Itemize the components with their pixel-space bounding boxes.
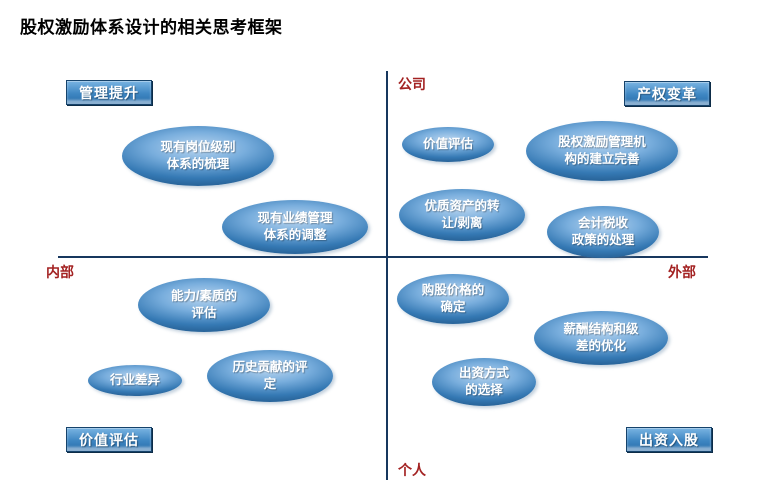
bubble-contribution-method: 出资方式 的选择: [432, 358, 536, 406]
bubble-job-grade-system: 现有岗位级别 体系的梳理: [122, 126, 274, 186]
axis-label-company: 公司: [398, 76, 426, 92]
vertical-axis-line: [386, 71, 388, 480]
page-title: 股权激励体系设计的相关思考框架: [20, 18, 283, 37]
bubble-salary-structure: 薪酬结构和级 差的优化: [534, 311, 668, 365]
bubble-purchase-price: 购股价格的 确定: [397, 274, 509, 324]
quadrant-label-property-rights-reform: 产权变革: [624, 81, 710, 106]
axis-label-internal: 内部: [46, 264, 74, 280]
bubble-asset-transfer: 优质资产的转 让/剥离: [399, 189, 525, 241]
bubble-historical-contribution: 历史贡献的评 定: [207, 350, 333, 402]
bubble-accounting-tax-policy: 会计税收 政策的处理: [547, 206, 659, 258]
bubble-value-assessment: 价值评估: [402, 127, 494, 162]
bubble-capability-assessment: 能力/素质的 评估: [138, 278, 270, 332]
horizontal-axis-line: [58, 256, 708, 258]
quadrant-label-management-improvement: 管理提升: [66, 80, 152, 105]
axis-label-external: 外部: [668, 264, 696, 280]
bubble-incentive-admin-org: 股权激励管理机 构的建立完善: [526, 121, 678, 181]
bubble-performance-system: 现有业绩管理 体系的调整: [222, 200, 368, 254]
quadrant-label-value-assessment: 价值评估: [66, 427, 152, 452]
quadrant-label-capital-contribution: 出资入股: [626, 427, 712, 452]
bubble-industry-difference: 行业差异: [88, 365, 182, 396]
axis-label-individual: 个人: [398, 462, 426, 478]
